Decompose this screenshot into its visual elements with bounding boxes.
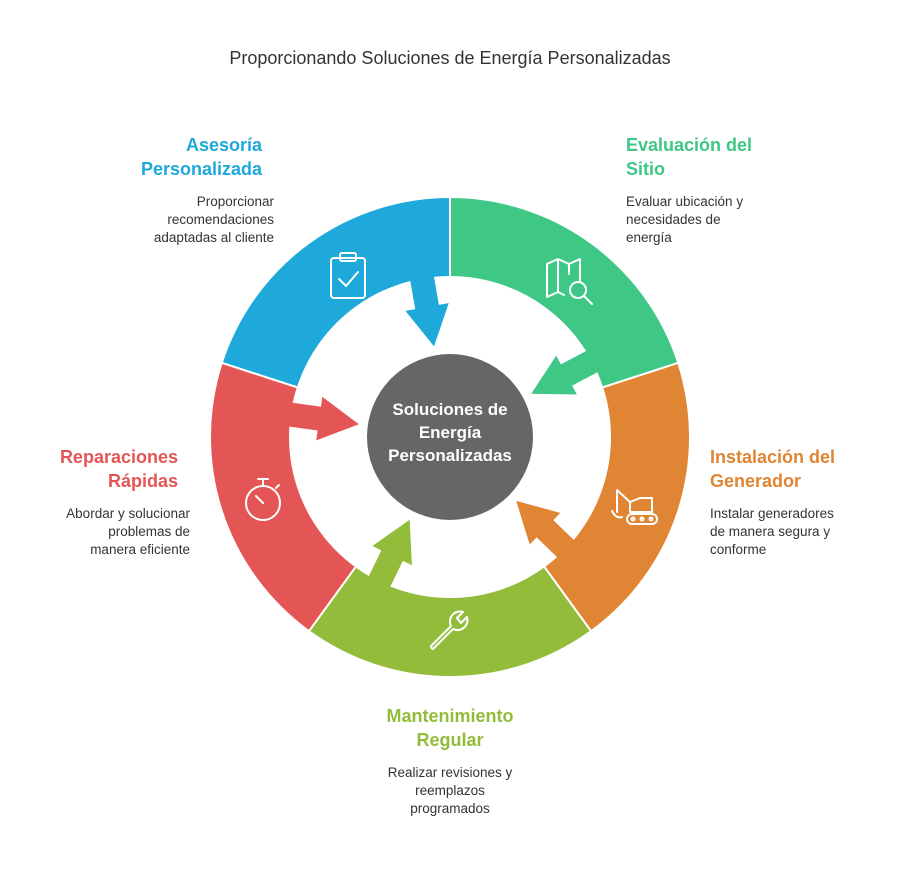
stopwatch-icon [245,478,281,521]
instalacion-title: Instalación del Generador [710,447,836,491]
center-label-line-1: Soluciones de [392,400,508,419]
mantenimiento-title: Mantenimiento Regular [386,706,514,750]
label-evaluacion: Evaluación del Sitio Evaluar ubicación y… [626,133,846,247]
label-reparaciones: Reparaciones Rápidas Abordar y soluciona… [30,445,190,559]
arrow-evaluacion [531,345,608,395]
arrow-asesoria [405,265,449,347]
reparaciones-description: Abordar y solucionar problemas de manera… [66,506,190,557]
label-asesoria: Asesoría Personalizada Proporcionar reco… [60,133,274,247]
ring-segments [209,195,691,678]
reparaciones-title: Reparaciones Rápidas [59,447,178,491]
center-label-line-2: Energía [418,423,482,442]
excavator-icon [611,489,658,525]
inward-arrows [278,265,608,597]
asesoria-description: Proporcionar recomendaciones adaptadas a… [153,194,274,245]
arrow-reparaciones [278,396,359,441]
page-title: Proporcionando Soluciones de Energía Per… [229,48,671,68]
ring-segment-reparaciones [209,361,358,633]
clipboard-check-icon [330,252,366,299]
label-instalacion: Instalación del Generador Instalar gener… [710,445,890,559]
evaluacion-description: Evaluar ubicación y necesidades de energ… [626,194,744,245]
center-circle [367,354,533,520]
center-label: Soluciones de Energía Personalizadas [365,398,535,467]
evaluacion-title: Evaluación del Sitio [626,135,753,179]
asesoria-title: Asesoría Personalizada [140,135,262,179]
instalacion-description: Instalar generadores de manera segura y … [710,506,834,557]
mantenimiento-description: Realizar revisiones y reemplazos program… [387,765,513,816]
arrow-mantenimiento [363,519,412,597]
map-search-icon [546,258,593,305]
wrench-icon [430,610,469,650]
center-label-line-3: Personalizadas [388,446,512,465]
label-mantenimiento: Mantenimiento Regular Realizar revisione… [340,704,560,818]
arrow-instalacion [516,500,583,566]
